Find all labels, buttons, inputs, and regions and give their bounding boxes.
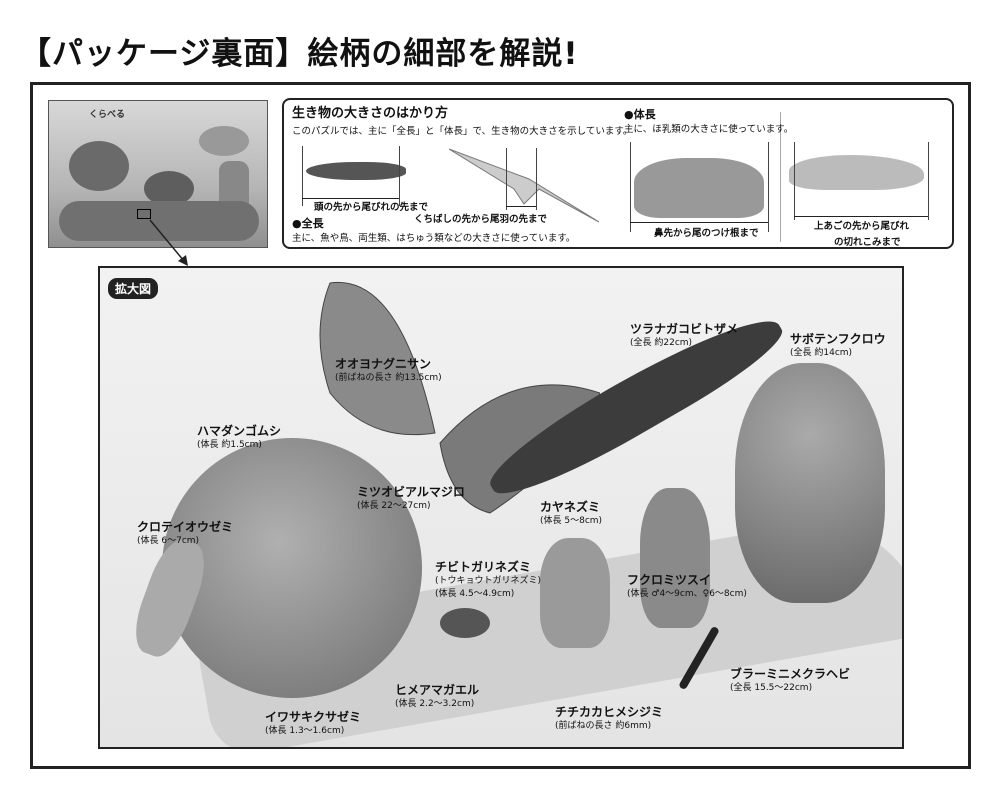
page-title: 【パッケージ裏面】絵柄の細部を解説!	[20, 36, 579, 72]
hippo-caption: 鼻先から尾のつけ根まで	[654, 228, 759, 239]
info-heading: 生き物の大きさのはかり方	[292, 106, 449, 121]
animal-label: オオヨナグニサン(前ばねの長さ 約13.5cm)	[335, 357, 442, 384]
total-length-desc: 主に、魚や鳥、両生類、はちゅう類などの大きさに使っています。	[292, 233, 576, 244]
owl-illustration	[735, 363, 885, 603]
animal-label: ブラーミニメクラヘビ(全長 15.5〜22cm)	[730, 667, 851, 694]
armadillo-illustration	[162, 438, 422, 698]
content-frame	[30, 82, 971, 769]
albatross-illustration	[449, 148, 599, 223]
animal-label: ツラナガコビトザメ(全長 約22cm)	[630, 322, 739, 349]
hippo-illustration	[634, 158, 764, 218]
animal-label: サボテンフクロウ(全長 約14cm)	[790, 332, 886, 359]
animal-label: ハマダンゴムシ(体長 約1.5cm)	[197, 424, 282, 451]
animal-label: ヒメアマガエル(体長 2.2〜3.2cm)	[395, 683, 480, 710]
zoom-region-marker	[137, 209, 151, 219]
honey-possum-illustration	[640, 488, 710, 628]
animal-label: チチカカヒメシジミ(前ばねの長さ 約6mm)	[555, 705, 664, 732]
shrew-illustration	[440, 608, 490, 638]
total-length-title: ●全長	[292, 217, 324, 230]
measurement-info-box: 生き物の大きさのはかり方 このパズルでは、主に「全長」と「体長」で、生き物の大き…	[282, 98, 954, 249]
zoomed-illustration-panel: オオヨナグニサン(前ばねの長さ 約13.5cm) ハマダンゴムシ(体長 約1.5…	[98, 266, 904, 749]
zoom-badge: 拡大図	[108, 278, 159, 299]
animal-label: カヤネズミ(体長 5〜8cm)	[540, 500, 603, 527]
pointer-arrow	[149, 219, 188, 266]
dolphin-caption-1: 上あごの先から尾びれ	[814, 221, 910, 232]
dolphin-caption-2: の切れこみまで	[834, 237, 901, 248]
dolphin-illustration	[789, 155, 924, 190]
info-intro: このパズルでは、主に「全長」と「体長」で、生き物の大きさを示しています。	[292, 126, 633, 137]
bird-caption: くちばしの先から尾羽の先まで	[414, 214, 548, 225]
fish-caption: 頭の先から尾びれの先まで	[314, 202, 429, 213]
fish-illustration	[306, 162, 406, 180]
whale-illustration	[199, 126, 249, 156]
animal-label: チビトガリネズミ(トウキョウトガリネズミ)(体長 4.5〜4.9cm)	[435, 560, 542, 600]
animal-label: クロテイオウゼミ(体長 6〜7cm)	[137, 520, 234, 547]
turtle-illustration	[144, 171, 194, 206]
animal-label: フクロミツスイ(体長 ♂4〜9cm、♀6〜8cm)	[627, 573, 747, 600]
animal-label: イワサキクサゼミ(体長 1.3〜1.6cm)	[265, 710, 362, 737]
animal-label: ミツオビアルマジロ(体長 22〜27cm)	[357, 485, 465, 512]
package-thumbnail: くらべる	[48, 100, 268, 248]
animals-illustration	[59, 201, 259, 241]
elephant-illustration	[69, 141, 129, 191]
body-length-title: ●体長	[624, 108, 656, 121]
harvest-mouse-illustration	[540, 538, 610, 648]
thumbnail-logo: くらべる	[89, 110, 126, 120]
body-length-desc: 主に、ほ乳類の大きさに使っています。	[624, 124, 794, 135]
